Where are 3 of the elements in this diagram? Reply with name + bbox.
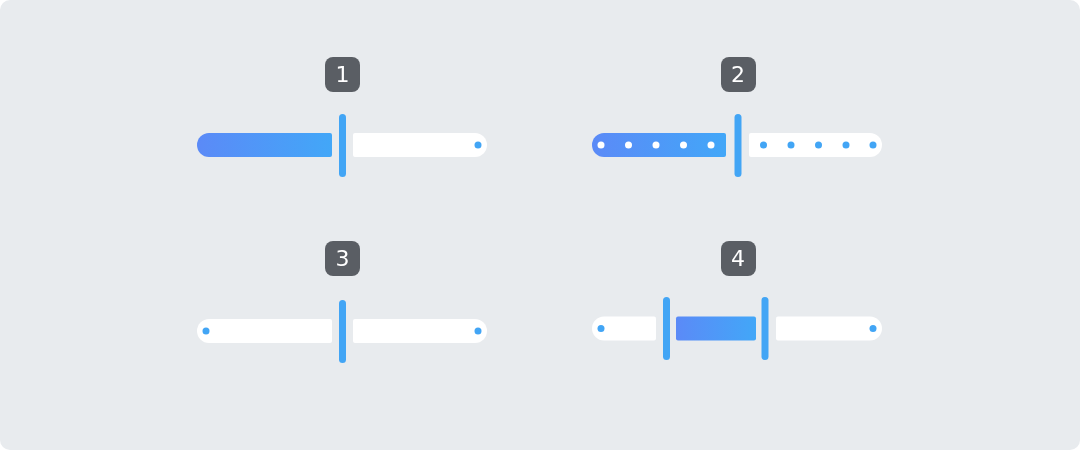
callout-number: 3 bbox=[325, 240, 360, 276]
callout-number: 2 bbox=[720, 57, 756, 92]
callout-number: 1 bbox=[325, 57, 360, 92]
